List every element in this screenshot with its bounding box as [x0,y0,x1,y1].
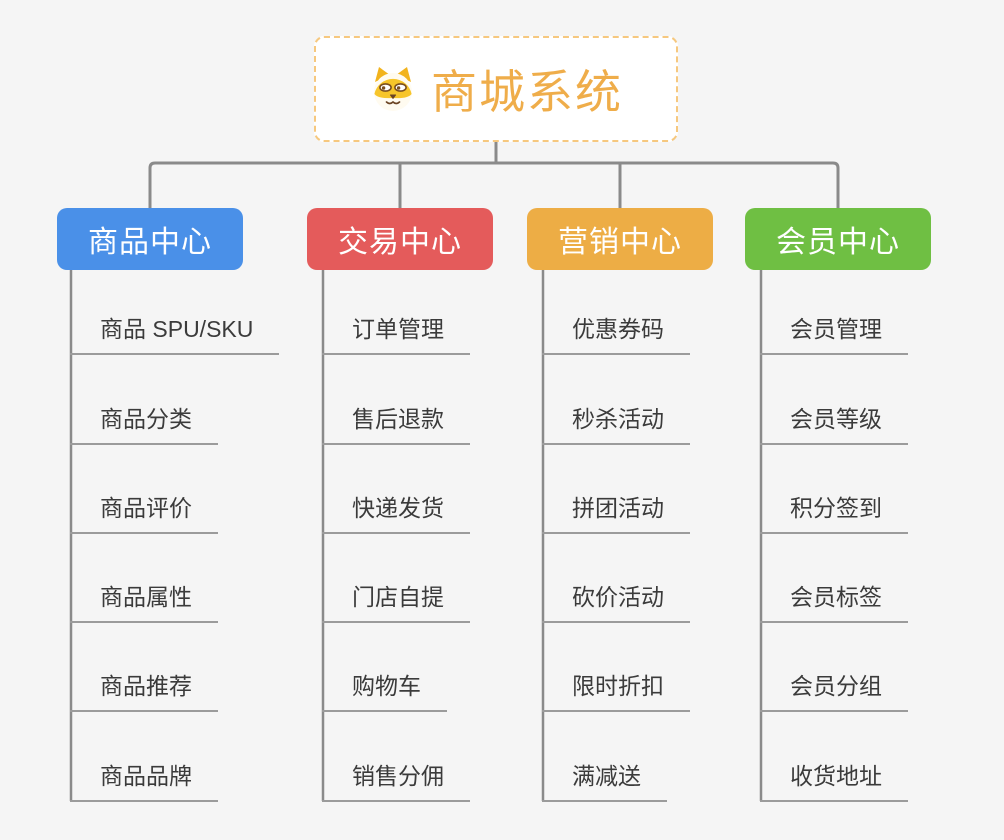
leaf-label[interactable]: 会员分组 [760,667,908,713]
leaf-topic[interactable]: 收货地址 [760,712,908,802]
branch-label: 商品中心 [88,226,212,259]
leaf-topic[interactable]: 砍价活动 [542,534,690,624]
leaf-column-marketing: 优惠券码 秒杀活动 拼团活动 砍价活动 限时折扣 满减送 [542,266,690,802]
branch-label: 营销中心 [558,226,682,259]
leaf-label[interactable]: 积分签到 [760,489,908,534]
leaf-topic[interactable]: 订单管理 [322,266,470,356]
leaf-label[interactable]: 商品品牌 [70,757,218,802]
leaf-topic[interactable]: 优惠券码 [542,266,690,356]
leaf-topic[interactable]: 商品 SPU/SKU [70,266,280,356]
doge-face-icon [369,65,417,113]
leaf-label[interactable]: 限时折扣 [542,667,690,713]
leaf-label[interactable]: 收货地址 [760,757,908,802]
leaf-label[interactable]: 订单管理 [322,310,470,356]
leaf-topic[interactable]: 门店自提 [322,534,470,624]
leaf-label[interactable]: 商品评价 [70,489,218,534]
leaf-column-member: 会员管理 会员等级 积分签到 会员标签 会员分组 收货地址 [760,266,908,802]
leaf-topic[interactable]: 拼团活动 [542,445,690,534]
leaf-label[interactable]: 会员标签 [760,578,908,624]
leaf-label[interactable]: 优惠券码 [542,310,690,356]
root-node[interactable]: 商城系统 [314,36,678,142]
leaf-label[interactable]: 砍价活动 [542,578,690,624]
branch-label: 交易中心 [338,226,462,259]
leaf-topic[interactable]: 售后退款 [322,355,470,445]
leaf-topic[interactable]: 限时折扣 [542,623,690,713]
leaf-topic[interactable]: 商品属性 [70,534,279,624]
leaf-label[interactable]: 秒杀活动 [542,400,690,445]
branch-label: 会员中心 [776,226,900,259]
leaf-label[interactable]: 会员等级 [760,400,908,445]
leaf-topic[interactable]: 商品推荐 [70,623,279,713]
leaf-topic[interactable]: 销售分佣 [322,712,470,802]
root-title: 商城系统 [431,66,623,118]
branch-node-marketing-center[interactable]: 营销中心 [527,208,713,270]
leaf-label[interactable]: 拼团活动 [542,489,690,534]
leaf-topic[interactable]: 会员管理 [760,266,908,356]
leaf-label[interactable]: 商品推荐 [70,667,218,713]
leaf-label[interactable]: 门店自提 [322,578,470,624]
leaf-label[interactable]: 购物车 [322,667,447,713]
leaf-column-trade: 订单管理 售后退款 快递发货 门店自提 购物车 销售分佣 [322,266,470,802]
leaf-topic[interactable]: 积分签到 [760,445,908,534]
leaf-label[interactable]: 销售分佣 [322,757,470,802]
leaf-topic[interactable]: 会员分组 [760,623,908,713]
leaf-topic[interactable]: 会员等级 [760,355,908,445]
leaf-topic[interactable]: 购物车 [322,623,470,713]
branch-node-member-center[interactable]: 会员中心 [745,208,931,270]
leaf-topic[interactable]: 商品分类 [70,355,279,445]
leaf-topic[interactable]: 快递发货 [322,445,470,534]
leaf-label[interactable]: 满减送 [542,757,667,802]
branch-node-product-center[interactable]: 商品中心 [57,208,243,270]
leaf-topic[interactable]: 满减送 [542,712,690,802]
leaf-topic[interactable]: 会员标签 [760,534,908,624]
leaf-topic[interactable]: 商品评价 [70,445,279,534]
leaf-topic[interactable]: 秒杀活动 [542,355,690,445]
leaf-label[interactable]: 商品属性 [70,578,218,624]
leaf-label[interactable]: 商品 SPU/SKU [70,310,280,356]
leaf-label[interactable]: 商品分类 [70,400,218,445]
leaf-label[interactable]: 售后退款 [322,400,470,445]
leaf-topic[interactable]: 商品品牌 [70,712,279,802]
leaf-column-product: 商品 SPU/SKU 商品分类 商品评价 商品属性 商品推荐 商品品牌 [70,266,280,802]
leaf-label[interactable]: 快递发货 [322,489,470,534]
branch-node-trade-center[interactable]: 交易中心 [307,208,493,270]
leaf-label[interactable]: 会员管理 [760,310,908,356]
